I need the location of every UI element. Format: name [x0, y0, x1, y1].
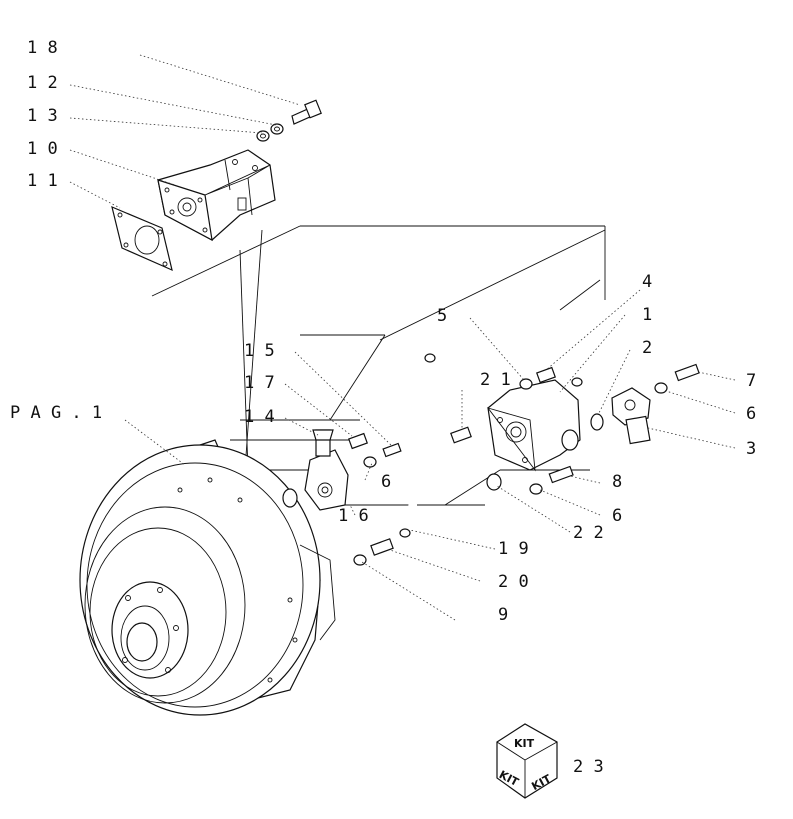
callout-10: 1 0 [27, 139, 58, 159]
hydraulic-pump-10 [157, 149, 276, 242]
seal-22 [486, 473, 502, 491]
callout-12: 1 2 [27, 73, 58, 93]
perspective-guides [151, 225, 606, 506]
callout-13: 1 3 [27, 106, 58, 126]
callout-2: 2 [642, 338, 652, 358]
flange-plate-11 [111, 205, 173, 272]
fitting-4 [536, 366, 556, 384]
callout-21: 2 1 [480, 370, 511, 390]
washer-5 [519, 378, 533, 390]
washer-9 [353, 554, 367, 566]
washer-6a [363, 456, 377, 468]
callout-18: 1 8 [27, 38, 58, 58]
callout-pag-1: P A G . 1 [10, 403, 102, 423]
callout-4: 4 [642, 272, 652, 292]
bolt-15 [382, 442, 402, 458]
kit-label-top: KIT [514, 737, 535, 750]
callout-6c: 6 [612, 506, 622, 526]
callout-8: 8 [612, 472, 622, 492]
callout-17: 1 7 [244, 373, 275, 393]
washer-12 [270, 123, 284, 135]
callout-6a: 6 [381, 472, 391, 492]
pipe-19 [399, 353, 436, 538]
callout-7: 7 [746, 371, 756, 391]
washer-6c [529, 483, 543, 495]
valve-body-16 [282, 449, 349, 511]
callout-1: 1 [642, 305, 652, 325]
final-drive-housing [79, 439, 336, 716]
callout-14: 1 4 [244, 407, 275, 427]
bolt-18 [291, 99, 322, 125]
callout-9: 9 [498, 605, 508, 625]
washer-6b [654, 382, 668, 394]
fitting-14 [312, 429, 334, 457]
callout-labels: 1 8 1 2 1 3 1 0 1 1 P A G . 1 1 5 1 7 1 … [10, 38, 756, 777]
callout-6b: 6 [746, 404, 756, 424]
seal-2 [590, 413, 604, 431]
callout-11: 1 1 [27, 171, 58, 191]
bolt-7 [674, 363, 700, 382]
callout-16: 1 6 [338, 506, 369, 526]
leader-lines [69, 54, 736, 621]
callout-15: 1 5 [244, 341, 275, 361]
fitting-20 [370, 538, 394, 556]
fitting-17 [348, 432, 368, 450]
fitting-21 [450, 426, 472, 444]
valve-block-1 [486, 377, 583, 472]
callout-22: 2 2 [573, 523, 604, 543]
callout-19: 1 9 [498, 539, 529, 559]
callout-3: 3 [746, 439, 756, 459]
kit-cube-icon: KIT KIT KIT [496, 723, 558, 799]
callout-23: 2 3 [573, 757, 604, 777]
bolt-8 [548, 465, 574, 484]
callout-5: 5 [437, 306, 447, 326]
callout-20: 2 0 [498, 572, 529, 592]
washer-13 [256, 130, 270, 142]
elbow-fitting-3 [611, 387, 651, 445]
